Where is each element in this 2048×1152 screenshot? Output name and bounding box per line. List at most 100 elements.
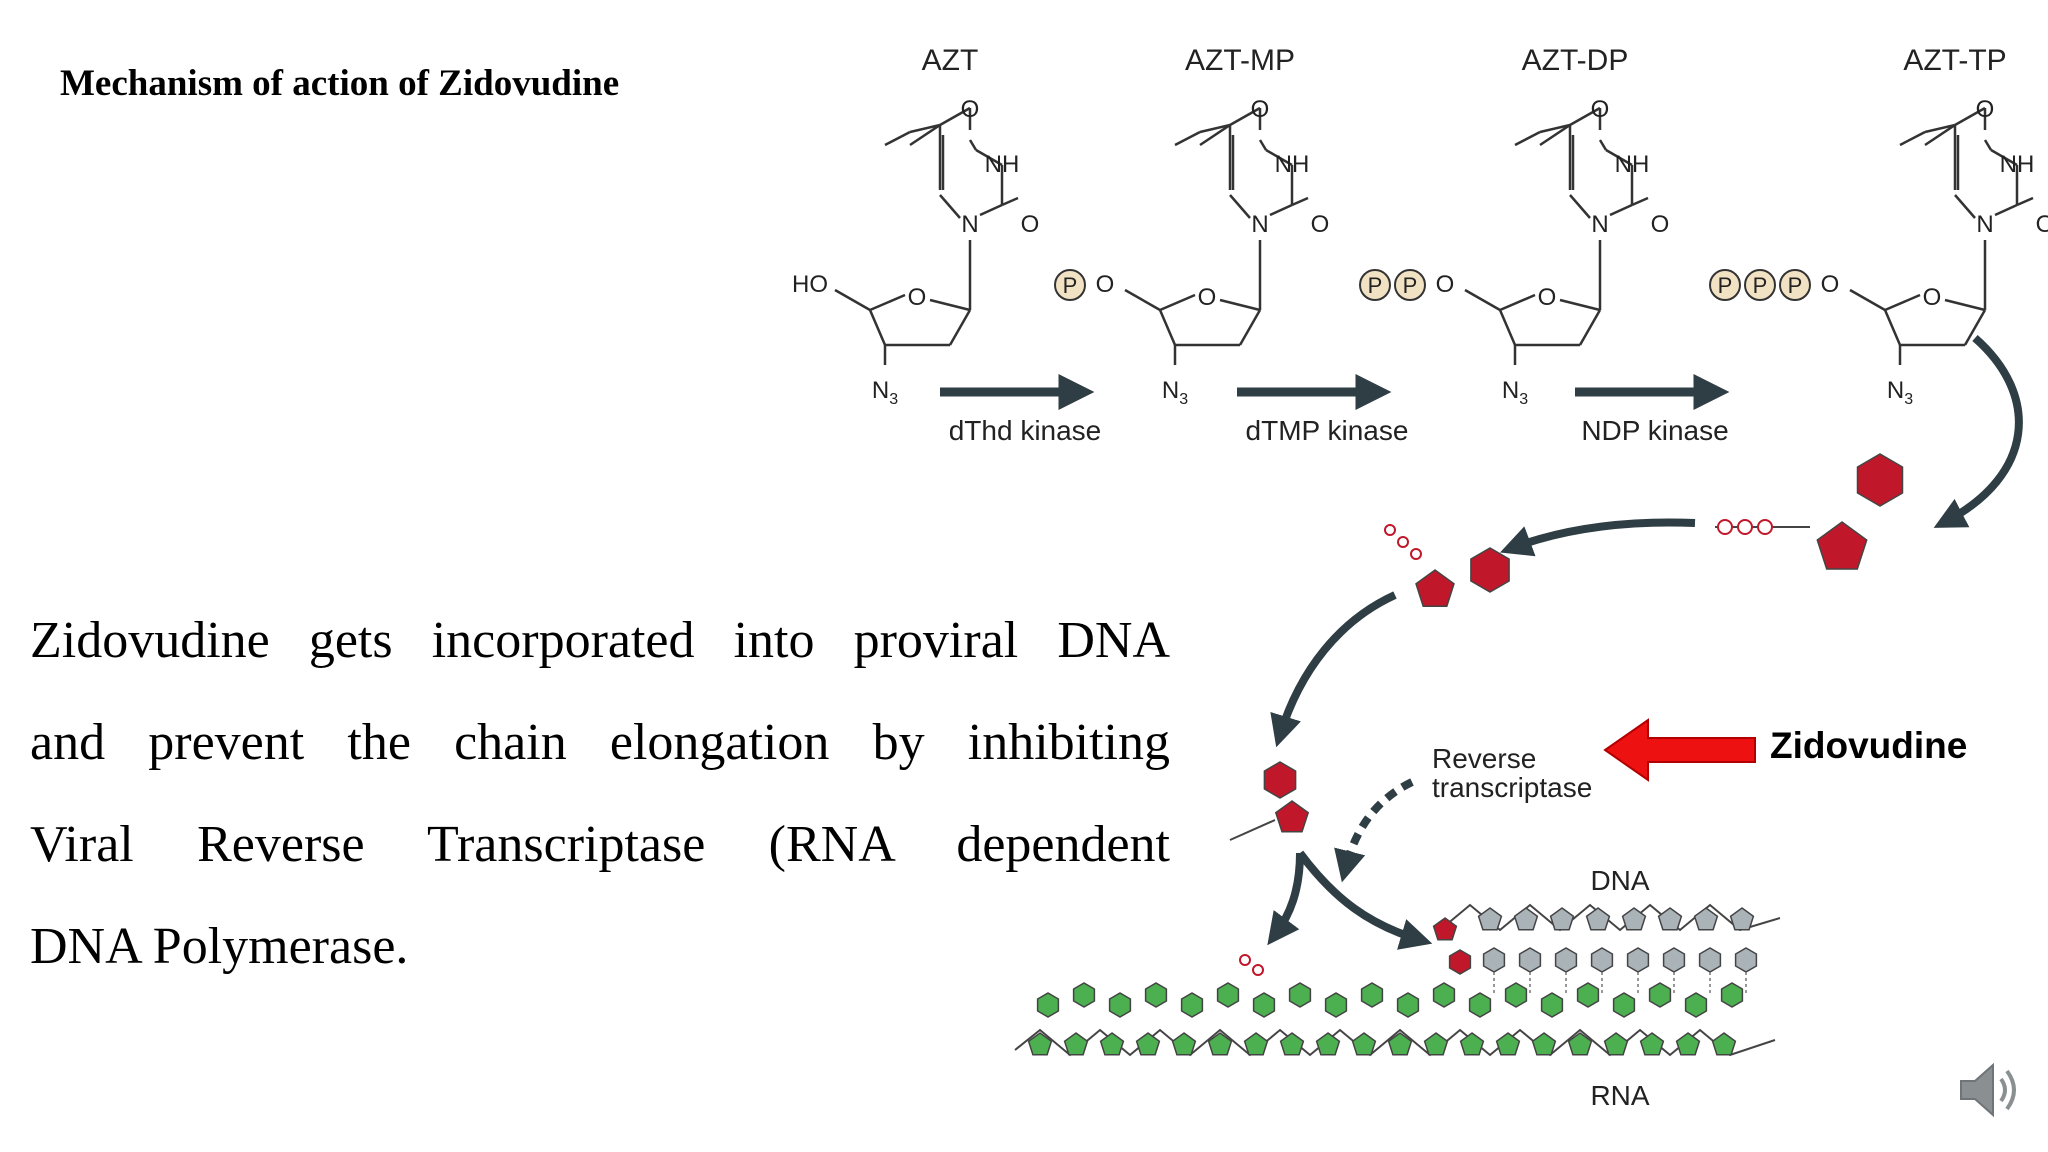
rna-base: [1216, 982, 1240, 1008]
rna-sugar: [1531, 1032, 1557, 1056]
nucleotide-sugar: [1274, 800, 1310, 833]
bond-line: [2016, 196, 2034, 207]
bond-line: [884, 130, 911, 147]
rna-sugar: [1063, 1032, 1089, 1056]
rna-base: [1036, 992, 1060, 1018]
rna-base: [1396, 992, 1420, 1018]
n-label: N: [1591, 211, 1608, 238]
bond-line: [834, 288, 871, 312]
nucleotide-sugar: [1415, 569, 1455, 607]
bond-line: [869, 293, 906, 312]
dna-base: [1662, 947, 1686, 973]
nh-label: NH: [1615, 151, 1650, 178]
n3-label: N3: [1887, 377, 1913, 408]
bond-line: [1578, 309, 1602, 346]
oxygen-label: O: [1096, 271, 1115, 298]
rna-base: [1504, 982, 1528, 1008]
bond-line: [1291, 196, 1309, 207]
bond-line: [1598, 139, 1608, 151]
oxygen-label: O: [1436, 271, 1455, 298]
bond-line: [1219, 298, 1261, 312]
phosphate-circle: [1054, 269, 1086, 301]
phosphate-circle: [1394, 269, 1426, 301]
dna-sugar: [1549, 907, 1575, 931]
split-arrow-right: [1296, 850, 1433, 950]
phosphate-circle: [1384, 524, 1396, 536]
oxygen-label: O: [1976, 96, 1995, 123]
bond-line: [1609, 203, 1633, 217]
bond-line: [1514, 130, 1541, 147]
bond-line: [939, 194, 961, 219]
body-text: Zidovudine gets incorporated into provir…: [30, 590, 1170, 998]
bond-line: [1539, 123, 1571, 147]
bond-line: [929, 298, 971, 312]
bond-line: [1994, 203, 2018, 217]
dna-sugar: [1657, 907, 1683, 931]
bond-line: [1954, 106, 1986, 127]
dna-sugar: [1729, 907, 1755, 931]
rna-sugar: [1459, 1032, 1485, 1056]
phosphate-circle: [1737, 519, 1753, 535]
rna-base: [1108, 992, 1132, 1018]
rna-base: [1324, 992, 1348, 1018]
oxygen-label: O: [961, 96, 980, 123]
dna-label: DNA: [1590, 865, 1649, 896]
bond-line: [1498, 309, 1517, 346]
phosphate-label: P: [1718, 273, 1733, 298]
oxygen-label: O: [1311, 211, 1330, 238]
reverse-transcriptase-label-2: transcriptase: [1432, 772, 1592, 803]
nucleotide-base: [1448, 949, 1472, 975]
nh-label: NH: [985, 151, 1020, 178]
bond-line: [1883, 309, 1902, 346]
phosphate-circle: [1744, 269, 1776, 301]
enzyme-label-dtmp-kinase: dTMP kinase: [1246, 415, 1409, 446]
bond-line: [909, 123, 941, 147]
dna-base: [1482, 947, 1506, 973]
bond-line: [1229, 194, 1251, 219]
compound-label-azt-mp: AZT-MP: [1185, 44, 1295, 77]
phosphate-label: P: [1063, 273, 1078, 298]
rna-base: [1360, 982, 1384, 1008]
n3-label: N3: [872, 377, 898, 408]
nucleotide-base: [1470, 547, 1510, 593]
n3-label: N3: [1162, 377, 1188, 408]
bond-line: [968, 139, 978, 151]
nucleotide-chain: [1014, 453, 1904, 1057]
rna-base: [1648, 982, 1672, 1008]
speaker-icon[interactable]: [1955, 1055, 2025, 1125]
n-label: N: [961, 211, 978, 238]
rna-sugar: [1423, 1032, 1449, 1056]
phosphate-circle: [1359, 269, 1391, 301]
rna-sugar: [1639, 1032, 1665, 1056]
phosphate-circle: [1410, 548, 1422, 560]
oxygen-label: O: [1198, 284, 1217, 311]
bond-line: [1954, 194, 1976, 219]
oxygen-label: O: [1591, 96, 1610, 123]
rna-sugar: [1567, 1032, 1593, 1056]
rna-base: [1252, 992, 1276, 1018]
compound-label-azt-tp: AZT-TP: [1903, 44, 2006, 77]
enzyme-label-dthd-kinase: dThd kinase: [949, 415, 1102, 446]
rna-backbone: [1014, 1028, 1776, 1057]
bond-line: [1124, 288, 1161, 312]
n-label: N: [1976, 211, 1993, 238]
rna-sugar: [1099, 1032, 1125, 1056]
body-line-1: Zidovudine gets incorporated into provir…: [30, 612, 1170, 669]
reverse-transcriptase-label-1: Reverse: [1432, 743, 1536, 774]
bond-line: [1983, 139, 1993, 151]
bond-line: [1499, 293, 1536, 312]
bond-line: [1539, 123, 1571, 134]
rna-sugar: [1279, 1032, 1305, 1056]
dna-base: [1626, 947, 1650, 973]
bond-line: [1174, 130, 1201, 147]
phosphate-circle: [1779, 269, 1811, 301]
phosphate-circle: [1252, 964, 1264, 976]
bond-line: [1464, 288, 1501, 312]
rna-sugar: [1603, 1032, 1629, 1056]
dashed-arrow: [1334, 778, 1414, 883]
rna-base: [1432, 982, 1456, 1008]
rna-sugar: [1207, 1032, 1233, 1056]
rna-sugar: [1315, 1032, 1341, 1056]
nucleotide-base: [1263, 761, 1297, 799]
